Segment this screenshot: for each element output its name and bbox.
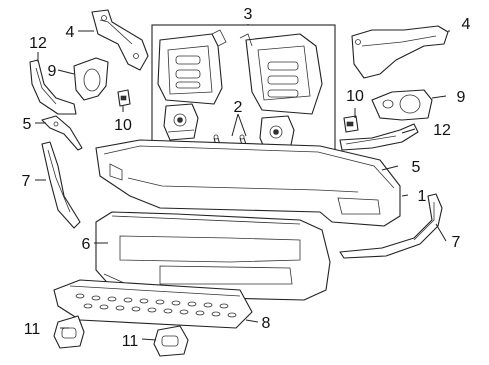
right-frame-bracket	[239, 33, 323, 115]
left-side-bracket	[29, 59, 77, 115]
callout-8: 8	[262, 315, 271, 332]
lower-bumper-fascia	[95, 211, 331, 301]
callout-10-right: 10	[346, 88, 364, 105]
callout-3: 3	[244, 6, 253, 23]
grille-insert	[53, 279, 253, 329]
right-tow-hook-bezel	[153, 325, 189, 357]
left-bumper-end-bracket	[41, 115, 83, 151]
left-small-clip	[117, 89, 131, 107]
left-tow-hook-bezel	[53, 315, 85, 349]
right-side-bracket	[339, 123, 419, 151]
callout-12-right: 12	[433, 122, 451, 139]
leader-lines	[35, 24, 450, 341]
callout-5-right: 5	[412, 159, 421, 176]
right-tow-hook-bracket	[259, 115, 295, 153]
callout-7-left: 7	[22, 173, 31, 190]
callout-4-left: 4	[66, 24, 75, 41]
callout-6: 6	[82, 236, 91, 253]
left-fog-lamp-bezel	[73, 57, 109, 101]
callout-12-left: 12	[29, 35, 47, 52]
left-outer-bracket	[91, 9, 149, 71]
left-bumper-end-cap	[41, 141, 81, 229]
callout-9-right: 9	[457, 89, 466, 106]
left-tow-hook-bracket	[163, 103, 199, 141]
callout-10-left: 10	[114, 117, 132, 134]
right-outer-bracket	[351, 25, 449, 79]
callout-11-left: 11	[24, 321, 41, 338]
right-fog-lamp-bezel	[371, 89, 433, 121]
left-frame-bracket	[157, 29, 227, 105]
right-small-clip	[343, 115, 359, 133]
bumper-face-bar	[95, 139, 401, 227]
callout-7-right: 7	[452, 234, 461, 251]
callout-9-left: 9	[48, 63, 57, 80]
callout-4-right: 4	[462, 16, 471, 33]
callout-5-left: 5	[23, 116, 32, 133]
right-lower-valance-strip	[339, 193, 443, 259]
callout-2: 2	[234, 99, 243, 116]
callout-11-right: 11	[122, 333, 139, 350]
callout-1: 1	[418, 188, 427, 205]
